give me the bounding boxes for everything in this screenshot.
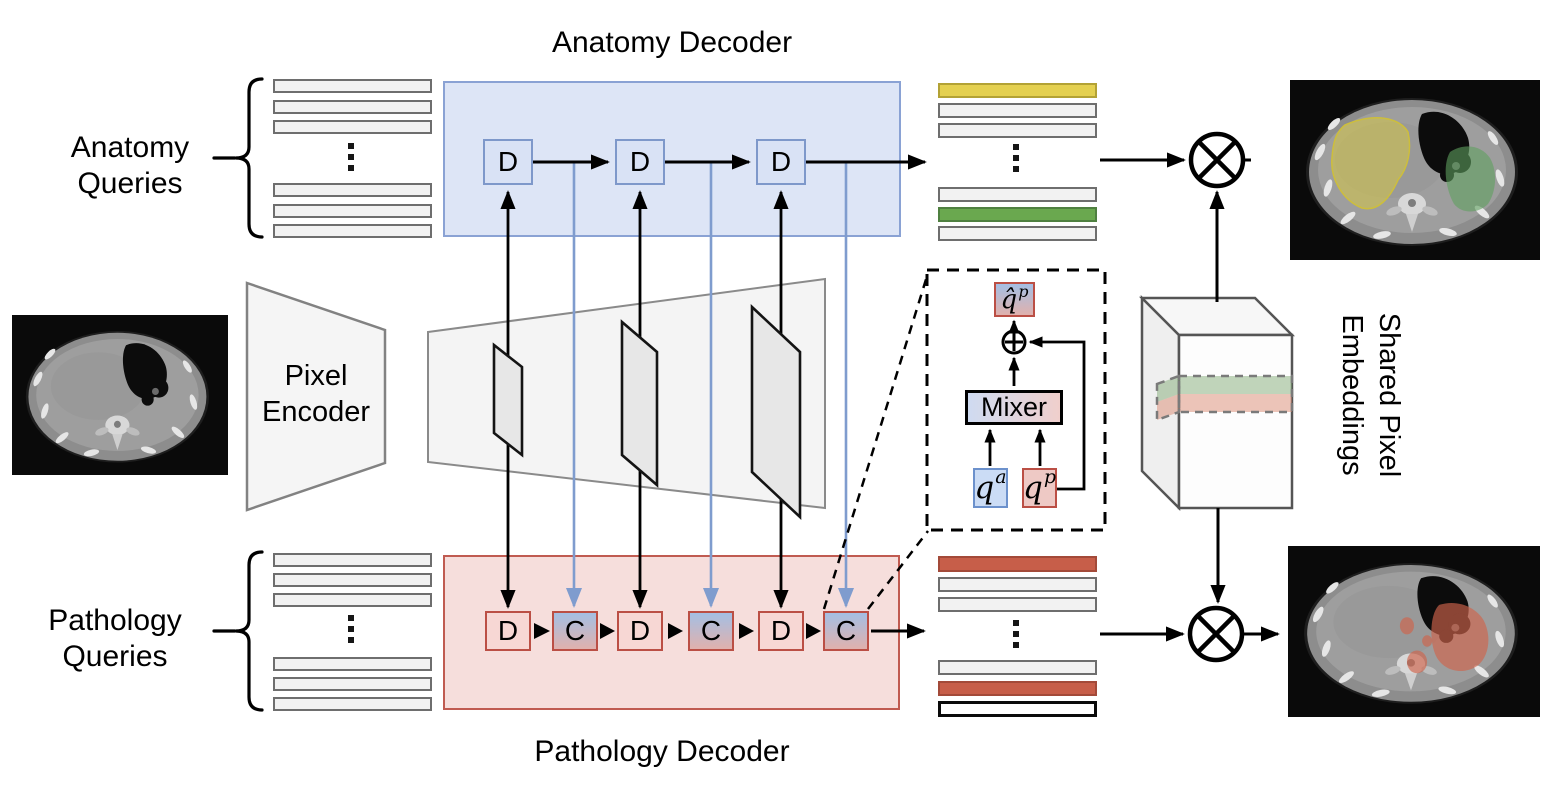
query-bar (938, 103, 1097, 118)
query-bar (273, 553, 432, 567)
red-lesion-overlay (1422, 635, 1433, 647)
anatomy-decoder-unit-1: D (483, 139, 533, 185)
pathology-decoder-unit-6: C (823, 611, 869, 651)
query-bar (938, 226, 1097, 241)
pathology-decoder-unit-2: C (552, 611, 598, 651)
vertical-ellipsis-icon (1013, 144, 1019, 172)
query-bar (273, 120, 432, 134)
pathology-decoder-arrows (534, 623, 821, 639)
anatomy-query-bar-yellow (938, 83, 1097, 98)
mixer-box: Mixer (965, 390, 1063, 425)
pixel-encoder-shape (245, 281, 387, 512)
green-organ-overlay (1445, 146, 1496, 212)
query-bar (273, 204, 432, 218)
query-bar (273, 593, 432, 607)
query-bar (938, 597, 1097, 612)
pathology-query-bar-red (938, 556, 1097, 572)
circled-plus-icon (1001, 329, 1027, 355)
feature-map-small (492, 342, 524, 458)
query-bar (273, 79, 432, 93)
query-bar (938, 660, 1097, 675)
feature-map-large (750, 303, 802, 521)
anatomy-decoder-unit-3: D (756, 139, 806, 185)
query-bar (938, 187, 1097, 202)
input-ct-image (12, 315, 228, 475)
pathology-queries-brace-icon (235, 550, 264, 712)
query-bar (273, 697, 432, 711)
query-bar (273, 100, 432, 114)
query-bar (938, 577, 1097, 592)
brace-icons (212, 77, 264, 712)
red-lesion-overlay (1406, 650, 1428, 674)
query-bar (273, 224, 432, 238)
yellow-organ-overlay (1331, 117, 1411, 210)
pathology-decoder-unit-5: D (758, 611, 804, 651)
anatomy-queries-brace-icon (235, 77, 264, 239)
pathology-query-bar-red (938, 681, 1097, 696)
shared-pixel-cube (1138, 294, 1296, 512)
feature-map-medium (620, 319, 659, 488)
circled-times-bottom-icon (1187, 605, 1245, 663)
anatomy-queries-label: Anatomy Queries (70, 131, 190, 200)
red-lesion-overlay (1399, 617, 1414, 635)
pathology-query-bar-white (938, 701, 1097, 717)
cube-slab (1155, 374, 1294, 422)
pathology-queries-label: Pathology Queries (48, 604, 182, 673)
q-hat-p-box: q̂p (994, 282, 1035, 317)
query-bar (273, 677, 432, 691)
pathology-decoder-title: Pathology Decoder (534, 735, 790, 768)
query-bar (273, 183, 432, 197)
shared-pixel-embeddings-label: Shared Pixel Embeddings (1336, 312, 1405, 478)
mixer-arrows (984, 319, 1086, 491)
anatomy-to-c-arrows (566, 163, 854, 608)
query-bar (273, 657, 432, 671)
anatomy-decoder-unit-2: D (615, 139, 665, 185)
anatomy-decoder-title: Anatomy Decoder (551, 26, 793, 59)
pathology-decoder-unit-4: C (688, 611, 734, 651)
vertical-ellipsis-icon (348, 143, 354, 171)
anatomy-segmentation-image (1290, 80, 1540, 260)
query-bar (938, 123, 1097, 138)
circled-times-top-icon (1188, 131, 1251, 189)
pathology-segmentation-image (1288, 546, 1540, 717)
pixel-encoder-label: Pixel Encoder (261, 360, 370, 428)
vertical-ellipsis-icon (348, 615, 354, 643)
query-bar (273, 573, 432, 587)
pathology-decoder-unit-3: D (617, 611, 663, 651)
vertical-ellipsis-icon (1013, 620, 1019, 648)
zoom-callout-lines (822, 272, 930, 610)
red-lesion-overlay (1431, 602, 1489, 671)
pathology-decoder-unit-1: D (485, 611, 531, 651)
feature-maps (492, 303, 802, 521)
anatomy-query-bar-green (938, 207, 1097, 222)
